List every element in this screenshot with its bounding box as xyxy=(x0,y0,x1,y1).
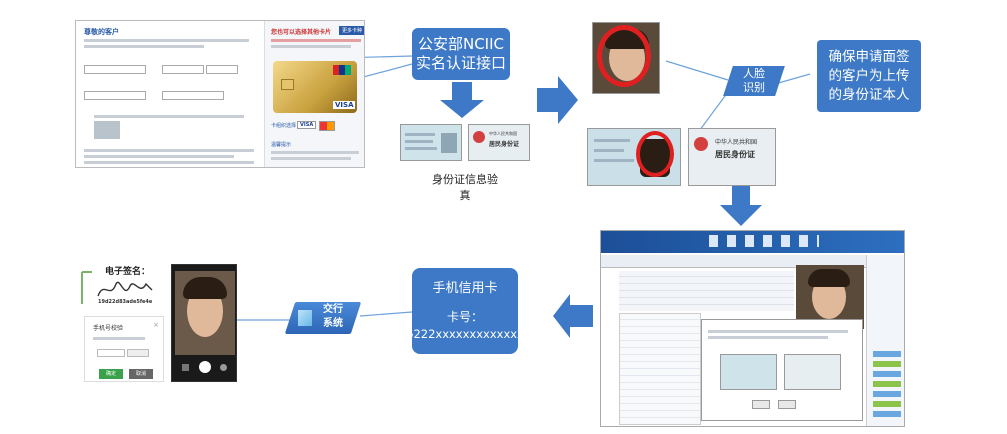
mastercard-option[interactable] xyxy=(319,121,335,131)
id-type-select[interactable] xyxy=(84,91,146,100)
id-right-text2: 居民身份证 xyxy=(715,150,755,159)
signature-code: 19d22d83ade5fe4e xyxy=(98,299,153,305)
jiaohang-line2: 系统 xyxy=(323,318,343,329)
red-ring-top xyxy=(597,25,651,87)
verify-label: 卡组织选择 xyxy=(271,123,297,129)
id-right-emblem xyxy=(694,137,708,151)
id-card-photo-right: 中华人民共和国 居民身份证 xyxy=(688,128,776,186)
id-card-front-emblem xyxy=(473,131,485,143)
card-thumbnail xyxy=(94,121,120,139)
dialog-id-back xyxy=(720,354,777,390)
email-field[interactable] xyxy=(162,65,204,74)
phone-verify-dialog: 手机号校验 × 确定 取消 xyxy=(84,316,164,382)
nciic-line1: 公安部NCIIC xyxy=(417,35,505,53)
id-verify-caption: 身份证信息验 真 xyxy=(425,172,505,204)
selfie-photo xyxy=(175,271,235,355)
phone-verify-close-icon[interactable]: × xyxy=(153,321,159,329)
dialog-ok-button[interactable] xyxy=(752,400,770,409)
gallery-icon[interactable] xyxy=(182,364,189,371)
credit-card-image: VISA xyxy=(273,61,357,113)
ensure-identity-box: 确保申请面签 的客户为上传 的身份证本人 xyxy=(817,40,921,112)
tip-label: 温馨提示 xyxy=(271,142,292,148)
system-list-area xyxy=(619,313,701,425)
ensure-line3: 的身份证本人 xyxy=(828,86,910,103)
id-card-photo-left xyxy=(587,128,681,186)
nciic-interface-box: 公安部NCIIC 实名认证接口 xyxy=(412,28,510,80)
credit-box-card-number: 6222xxxxxxxxxxxxx xyxy=(406,326,524,341)
id-card-front-title: 居民身份证 xyxy=(489,141,520,148)
phone-verify-title: 手机号校验 xyxy=(93,325,124,332)
credit-box-card-label: 卡号： xyxy=(446,309,483,324)
selfie-phone-screen xyxy=(171,264,237,382)
system-screenshot xyxy=(600,230,905,427)
name-field[interactable] xyxy=(84,65,146,74)
id-verify-caption-line2: 真 xyxy=(459,189,471,202)
phone-confirm-button[interactable]: 确定 xyxy=(99,369,123,379)
right-header: 您也可以选择其他卡片 xyxy=(271,29,332,36)
id-right-text1: 中华人民共和国 xyxy=(715,139,758,146)
ensure-line1: 确保申请面签 xyxy=(828,48,910,65)
face-recognition-text: 人脸 识别 xyxy=(728,67,780,95)
id-card-back xyxy=(400,124,462,161)
id-number-field[interactable] xyxy=(162,91,224,100)
web-form-screenshot: 尊敬的客户 您也可以选择其他卡片 更多卡种 VISA 卡组织选择 VISA 温馨… xyxy=(75,20,365,168)
red-ring-mid xyxy=(636,131,674,177)
visa-logo: VISA xyxy=(333,101,356,109)
phone-cancel-button[interactable]: 取消 xyxy=(129,369,153,379)
phone-code-send[interactable] xyxy=(127,349,149,357)
right-panel: 您也可以选择其他卡片 更多卡种 VISA 卡组织选择 VISA 温馨提示 xyxy=(264,21,364,167)
face-photo-top xyxy=(592,22,660,94)
system-form-area xyxy=(619,271,794,311)
shutter-button[interactable] xyxy=(199,361,211,373)
ensure-line2: 的客户为上传 xyxy=(828,67,910,84)
unionpay-logo xyxy=(333,65,351,75)
id-card-front: 中华人民共和国 居民身份证 xyxy=(468,124,530,161)
phone-code-input[interactable] xyxy=(97,349,125,357)
switch-camera-icon[interactable] xyxy=(220,364,227,371)
system-tabs xyxy=(601,255,904,268)
email-domain-select[interactable] xyxy=(206,65,238,74)
sidebar-icons xyxy=(873,351,901,421)
face-label-line2: 识别 xyxy=(743,81,765,94)
id-card-back-photo xyxy=(441,133,457,153)
dialog-cancel-button[interactable] xyxy=(778,400,796,409)
id-card-front-text: 中华人民共和国 xyxy=(489,131,517,136)
more-cards-button[interactable]: 更多卡种 xyxy=(339,26,364,35)
credit-box-title: 手机信用卡 xyxy=(432,280,498,296)
id-verify-caption-line1: 身份证信息验 xyxy=(432,173,498,186)
system-dialog xyxy=(701,319,863,421)
jiaohang-cube-icon xyxy=(298,310,312,326)
dialog-id-front xyxy=(784,354,841,390)
form-title: 尊敬的客户 xyxy=(84,28,119,36)
jiaohang-text: 交行 系统 xyxy=(316,303,350,331)
system-face-photo xyxy=(796,265,864,329)
nciic-line2: 实名认证接口 xyxy=(415,54,506,72)
signature-label: 电子签名： xyxy=(105,267,151,277)
mobile-credit-card-box: 手机信用卡 卡号： 6222xxxxxxxxxxxxx xyxy=(406,268,524,354)
jiaohang-line1: 交行 xyxy=(323,304,343,315)
card-chip xyxy=(281,79,294,90)
face-label-line1: 人脸 xyxy=(743,67,765,80)
visa-option[interactable]: VISA xyxy=(297,121,317,129)
system-toolbar-icons xyxy=(709,235,819,247)
